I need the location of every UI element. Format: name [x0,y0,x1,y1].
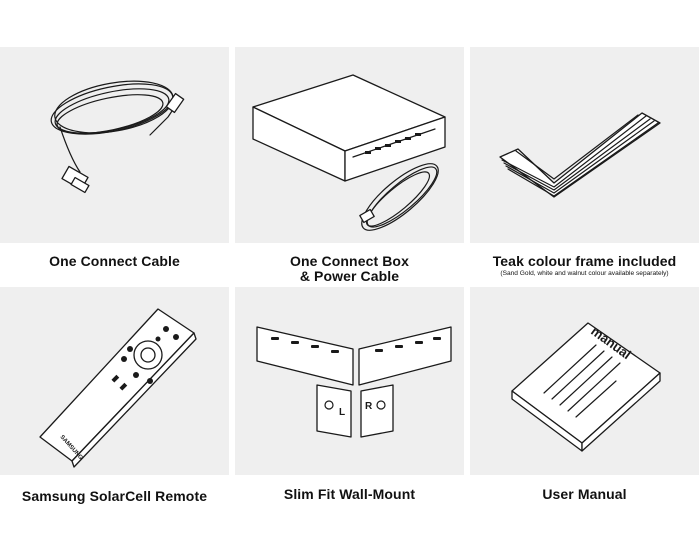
item-caption: Teak colour frame included (Sand Gold, w… [470,254,699,278]
image-panel [470,47,699,243]
wall-mount-icon: L R [256,326,452,438]
mount-holes [271,337,441,353]
box-ports [365,133,421,154]
frame-icon [499,112,661,198]
image-panel: manual [470,287,699,475]
item-caption: Samsung SolarCell Remote [21,488,208,504]
item-caption: One Connect Box & Power Cable [290,253,409,284]
cable-icon [50,80,185,194]
remote-icon: SAMSUNG [39,308,197,468]
item-caption: User Manual [542,486,627,502]
box-icon [252,74,446,231]
mount-left-label: L [339,407,345,418]
image-panel [0,47,229,243]
image-panel: L R [235,287,464,475]
manual-icon: manual [511,322,661,452]
image-panel: SAMSUNG [0,287,229,475]
item-note: (Sand Gold, white and walnut colour avai… [500,270,669,277]
item-caption: Slim Fit Wall-Mount [283,486,416,502]
image-panel [235,47,464,243]
item-caption: One Connect Cable [49,253,180,269]
mount-right-label: R [365,401,373,412]
